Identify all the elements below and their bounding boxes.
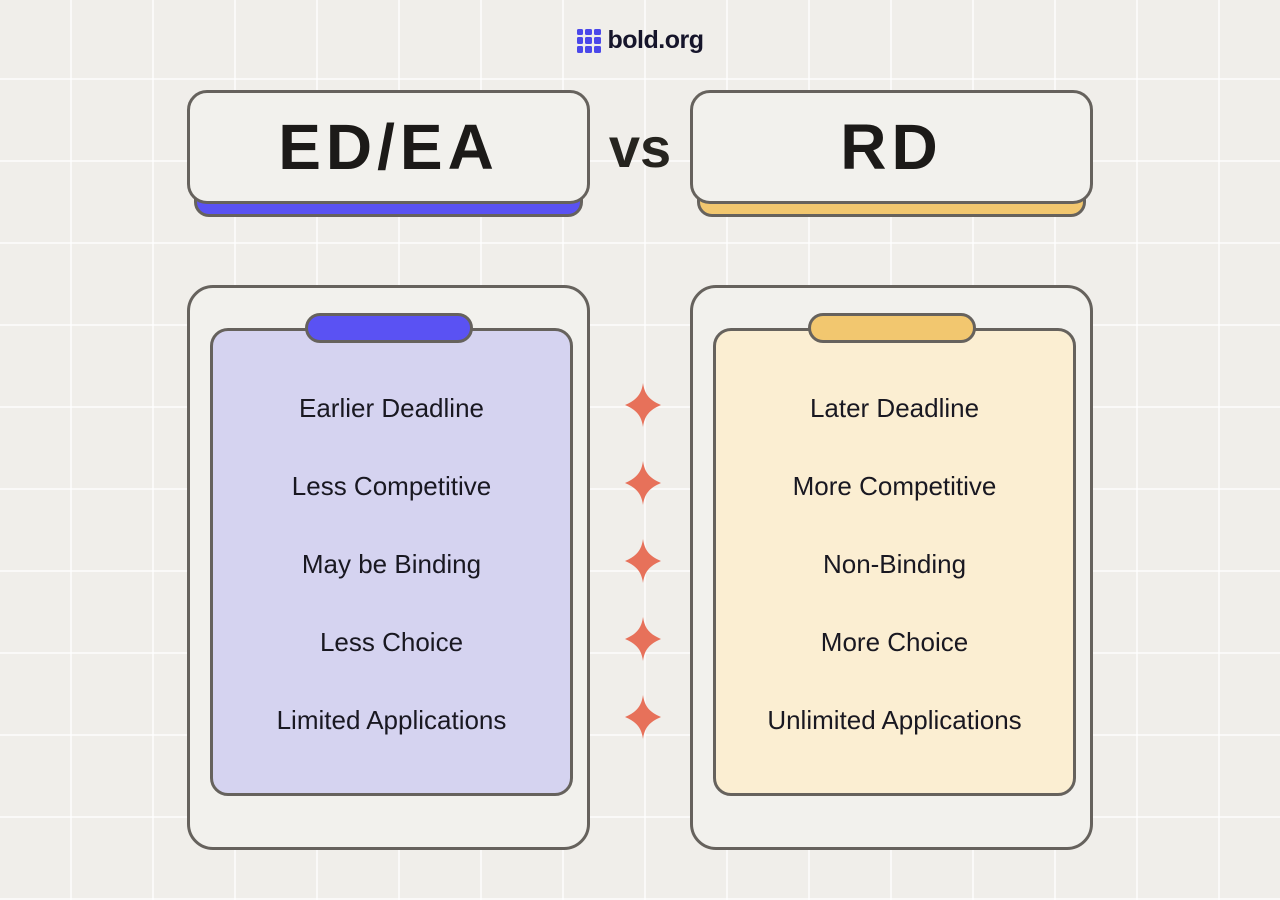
- header-title-edea: ED/EA: [278, 111, 499, 183]
- header-card-rd: RD: [690, 90, 1093, 217]
- header-card-edea: ED/EA: [187, 90, 590, 217]
- sparkle-star-icon: [625, 461, 661, 505]
- header-accent-bar-purple: [194, 181, 583, 217]
- list-item: Limited Applications: [276, 704, 507, 735]
- grid-squares-icon: [576, 28, 601, 53]
- clip-accent-yellow: [807, 313, 976, 343]
- list-item: Non-Binding: [822, 548, 967, 579]
- rd-panel: Later Deadline More Competitive Non-Bind…: [713, 328, 1076, 796]
- list-item: More Competitive: [792, 470, 997, 501]
- logo-text: bold.org: [607, 26, 704, 54]
- list-item: May be Binding: [301, 548, 482, 579]
- sparkle-star-icon: [625, 539, 661, 583]
- vs-label: vs: [608, 116, 672, 179]
- edea-panel: Earlier Deadline Less Competitive May be…: [210, 328, 573, 796]
- header-title-rd: RD: [840, 111, 943, 183]
- header-accent-bar-yellow: [697, 181, 1086, 217]
- sparkle-star-icon: [625, 383, 661, 427]
- list-item: Unlimited Applications: [767, 704, 1022, 735]
- sparkle-star-icon: [625, 695, 661, 739]
- list-item: Earlier Deadline: [299, 392, 484, 423]
- logo: bold.org: [0, 26, 1280, 55]
- sparkle-star-icon: [625, 617, 661, 661]
- list-item: Less Choice: [319, 626, 464, 657]
- content-card-rd: Later Deadline More Competitive Non-Bind…: [690, 285, 1093, 850]
- list-item: Less Competitive: [291, 470, 492, 501]
- clip-accent-purple: [304, 313, 473, 343]
- list-item: More Choice: [820, 626, 969, 657]
- content-card-edea: Earlier Deadline Less Competitive May be…: [187, 285, 590, 850]
- list-item: Later Deadline: [809, 392, 980, 423]
